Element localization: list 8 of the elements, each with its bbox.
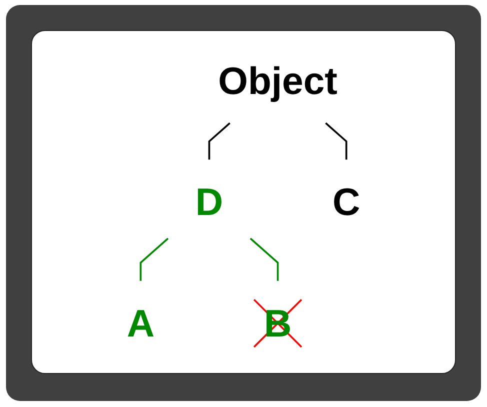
connector	[325, 122, 348, 160]
node-text: Object	[218, 59, 338, 102]
node-text: C	[332, 180, 360, 224]
connector	[140, 238, 169, 281]
node-text: A	[126, 302, 154, 345]
connector	[208, 122, 230, 160]
node-text: D	[195, 180, 224, 224]
connector	[250, 238, 279, 281]
